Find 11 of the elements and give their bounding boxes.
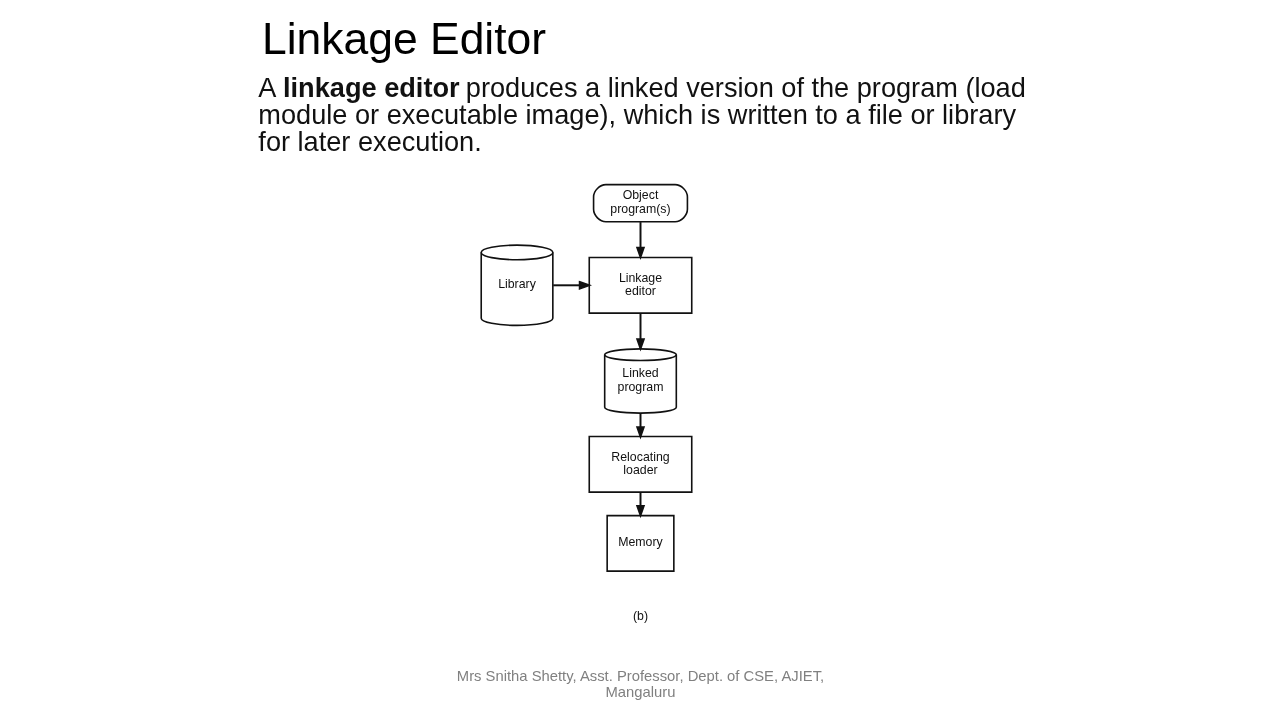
label: A linkage editor produces a linked version of the program (load module or executable image), which is written to a file or library for later execution.: [257, 71, 1026, 157]
arrow: [551, 280, 592, 290]
node-box: Object program(s): [592, 183, 688, 223]
label: (b): [632, 608, 648, 623]
arrow: [635, 221, 645, 261]
arrow: [635, 312, 645, 352]
diagram-title: Linkage Editor: [261, 13, 546, 63]
label: Mrs Snitha Shetty, Asst. Professor, Dept. of CSE, AJIET, Mangaluru: [456, 667, 824, 700]
node-box: Relocating loader: [587, 435, 693, 493]
node-box: Memory: [605, 514, 675, 572]
node-box: Linkage editor: [587, 256, 693, 314]
